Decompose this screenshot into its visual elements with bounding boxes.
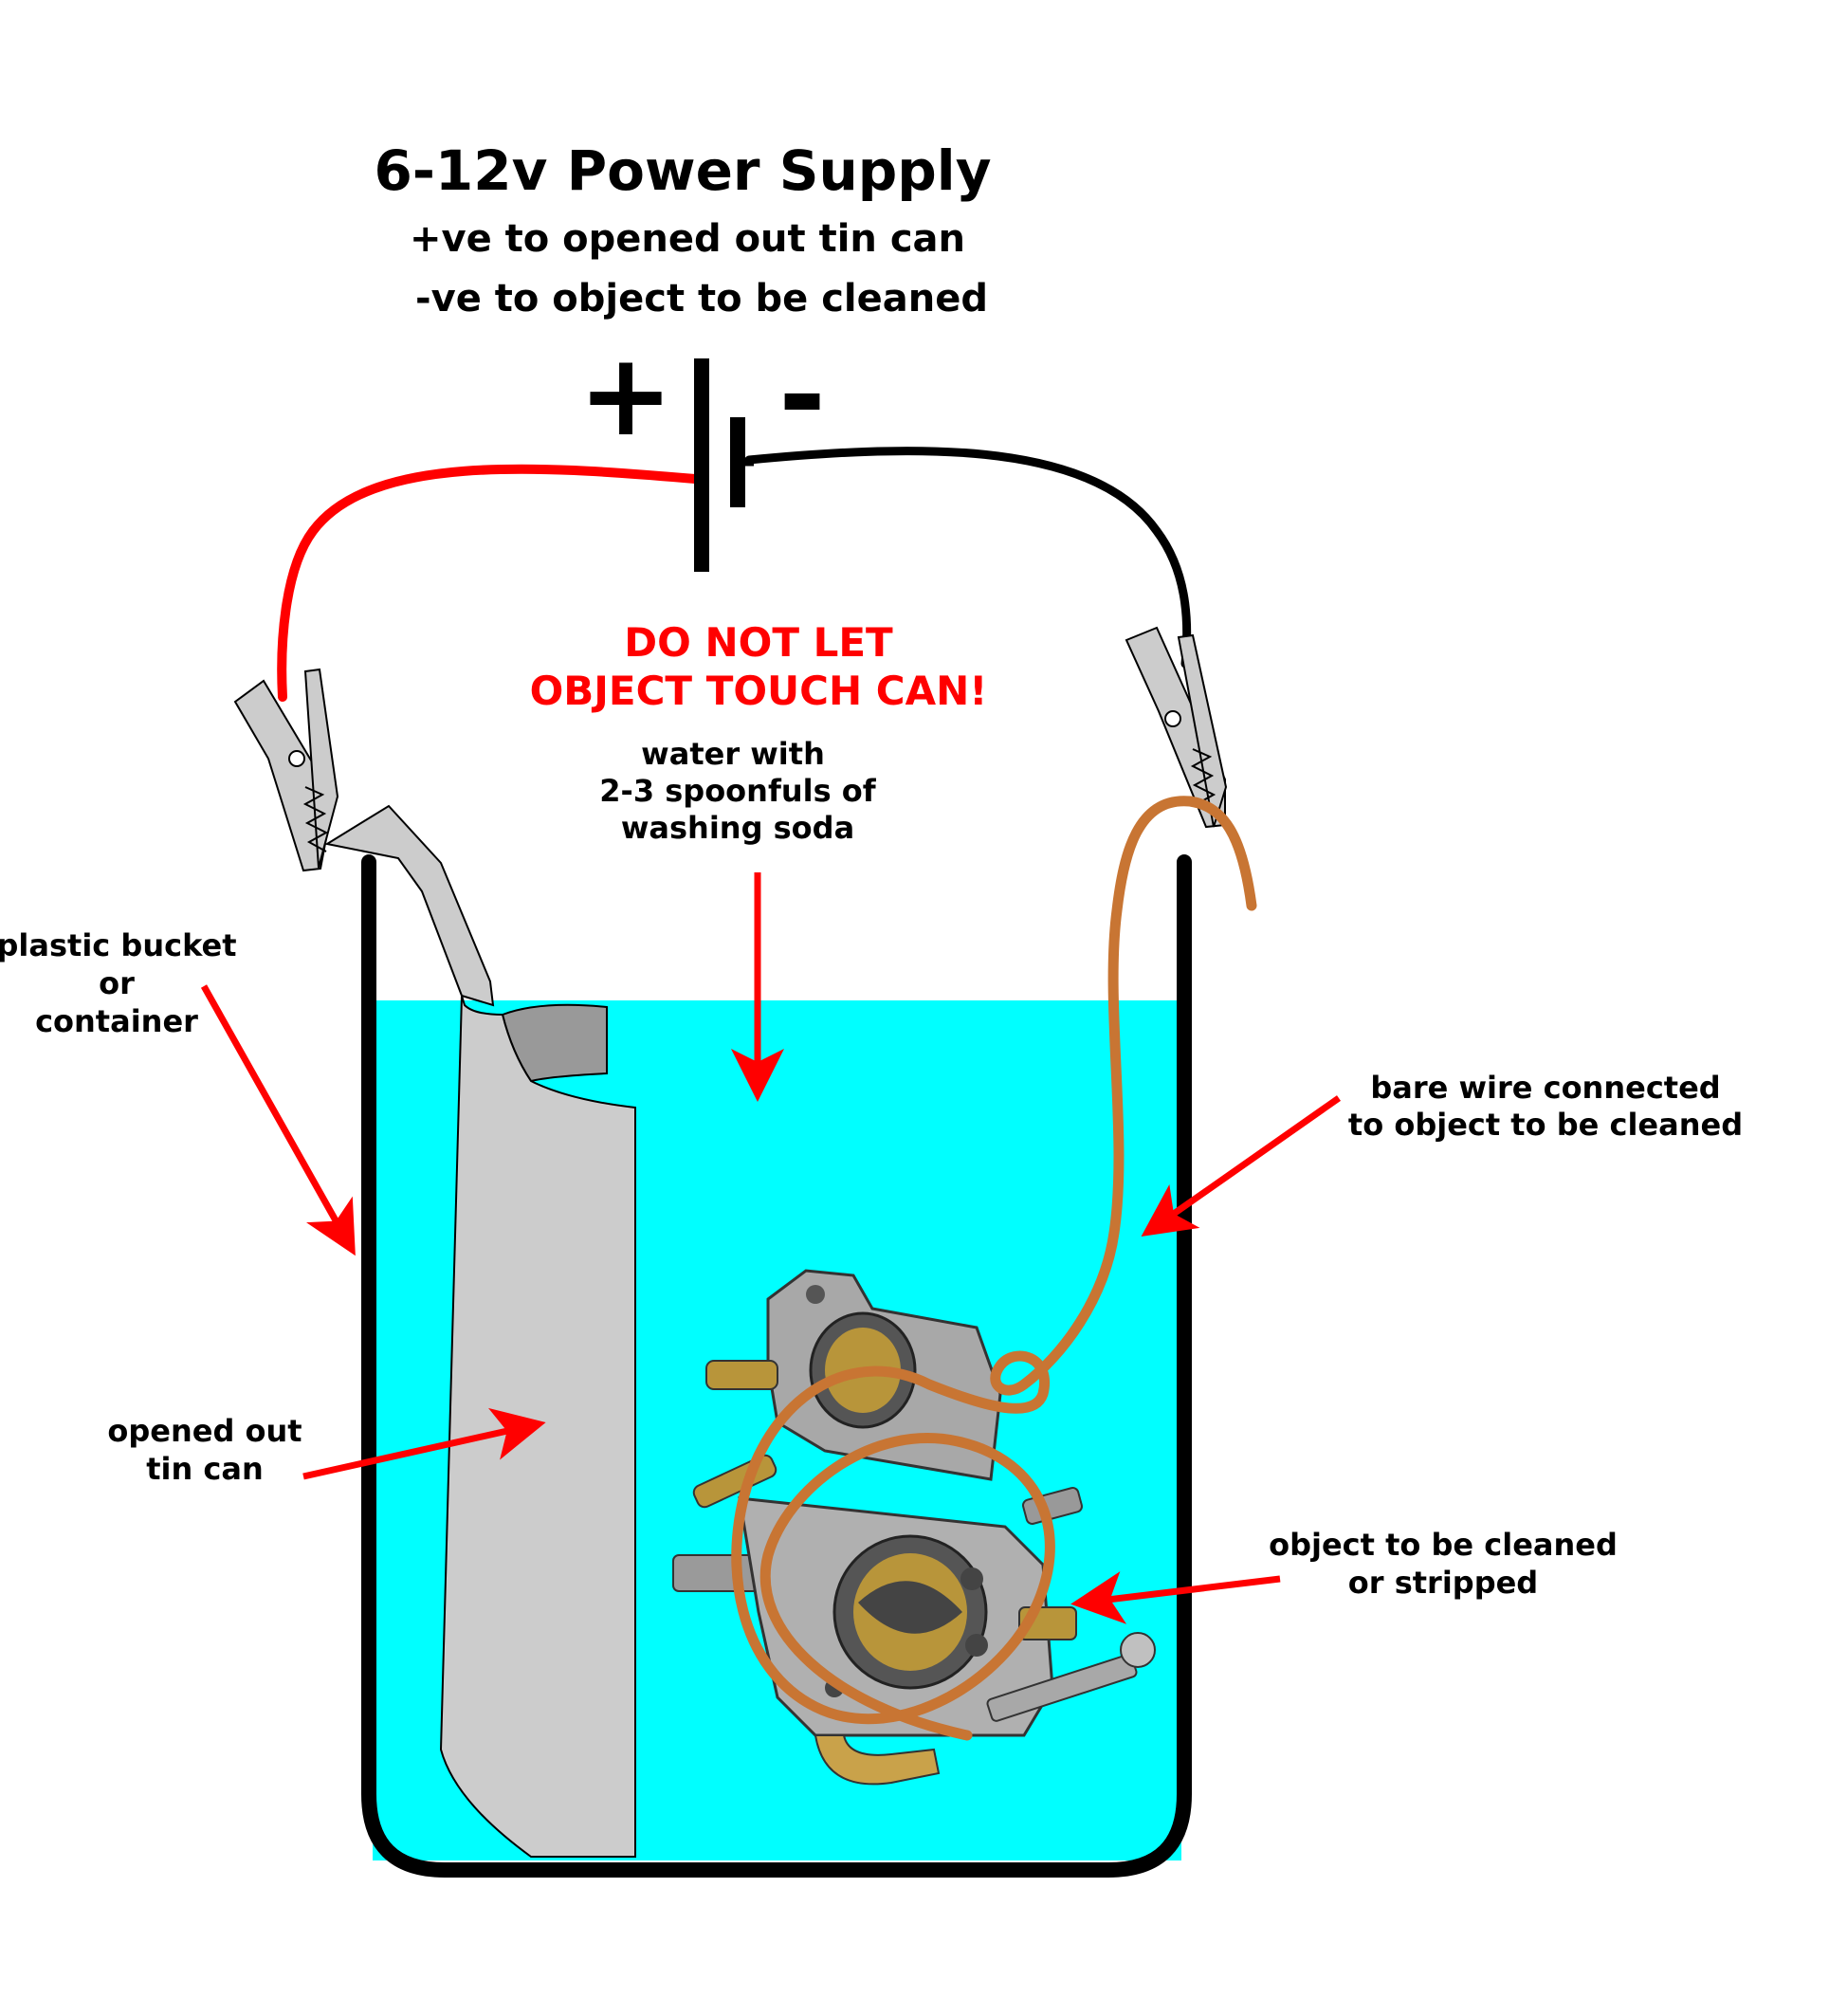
object-label-line-2: or stripped xyxy=(1348,1565,1538,1601)
minus-sign: - xyxy=(778,330,826,462)
water-label-line-3: washing soda xyxy=(621,810,854,846)
tin-label-line-1: opened out xyxy=(107,1413,302,1449)
bucket-label-line-3: container xyxy=(35,1003,198,1039)
bucket xyxy=(361,854,1192,1878)
wire-arrow xyxy=(1141,1095,1342,1237)
subtitle-line-1: +ve to opened out tin can xyxy=(410,217,965,261)
title: 6-12v Power Supply xyxy=(375,138,992,203)
negative-lead xyxy=(744,447,1192,669)
bare-wire xyxy=(731,796,1257,1741)
water-label-line-1: water with xyxy=(641,736,825,772)
wire-label-line-1: bare wire connected xyxy=(1370,1070,1720,1106)
tin-can-arrow xyxy=(302,1407,546,1480)
water-label-line-2: 2-3 spoonfuls of xyxy=(599,773,877,809)
warning-line-2: OBJECT TOUCH CAN! xyxy=(530,668,988,714)
positive-lead xyxy=(277,464,700,702)
bucket-label-line-1: plastic bucket xyxy=(0,927,236,963)
tin-can xyxy=(439,995,636,1858)
plus-sign: + xyxy=(578,330,674,462)
bucket-arrow xyxy=(200,984,356,1256)
tin-label-line-2: tin can xyxy=(146,1451,264,1487)
bucket-label-line-2: or xyxy=(99,965,135,1001)
wire-label-line-2: to object to be cleaned xyxy=(1348,1107,1743,1143)
tin-can-tab xyxy=(324,804,495,1007)
left-alligator-clip xyxy=(233,668,339,872)
warning-line-1: DO NOT LET xyxy=(624,619,893,666)
object-label-line-1: object to be cleaned xyxy=(1269,1527,1618,1563)
subtitle-line-2: -ve to object to be cleaned xyxy=(415,277,988,321)
battery-symbol xyxy=(694,358,754,572)
object-arrow xyxy=(1070,1571,1281,1624)
